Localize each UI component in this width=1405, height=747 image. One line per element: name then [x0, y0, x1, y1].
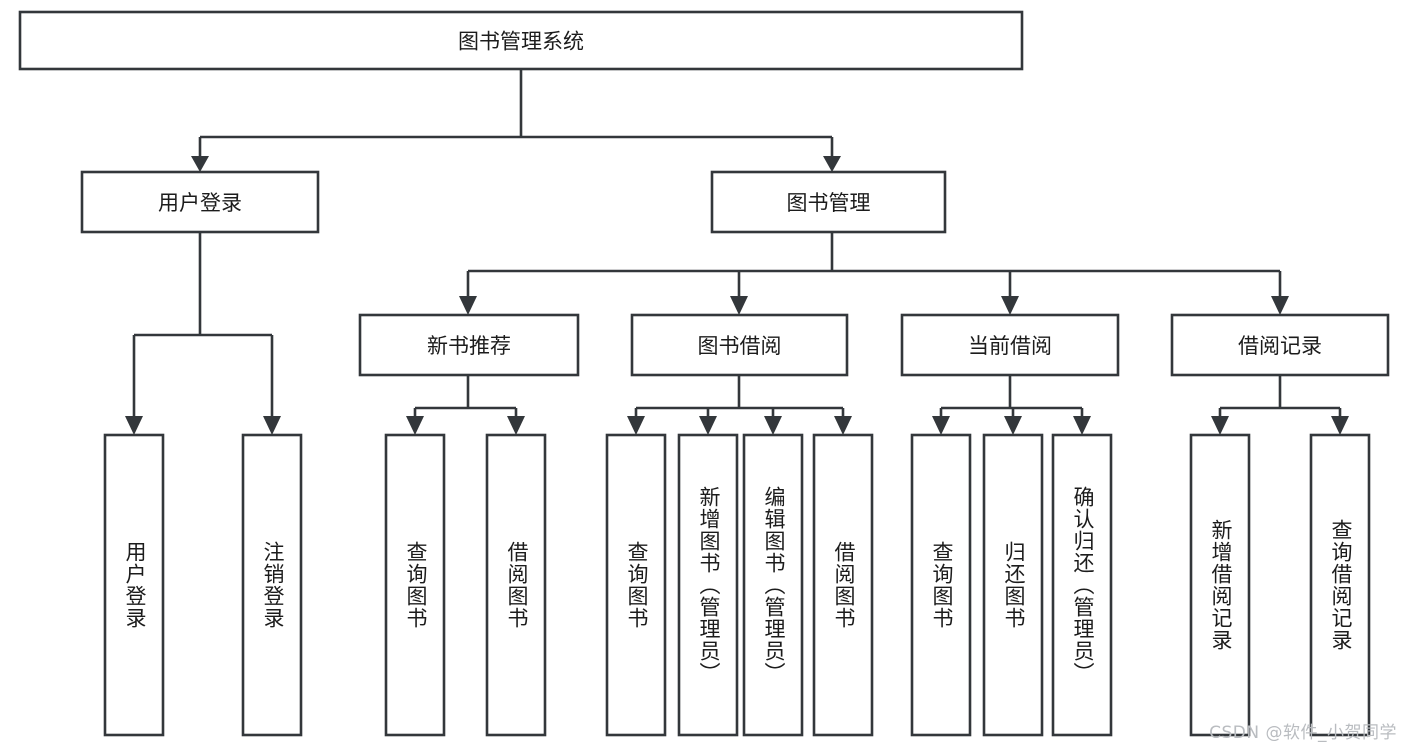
- arrowhead-leaf-user-login: [125, 416, 143, 435]
- node-book-mgmt-label: 图书管理: [787, 191, 871, 215]
- arrowhead-leaf-query-book-current: [932, 416, 950, 435]
- arrowhead-leaf-logout-login: [263, 416, 281, 435]
- node-book-borrow-label: 图书借阅: [698, 334, 782, 358]
- node-user-login-box[interactable]: [80, 170, 320, 234]
- node-root-label: 图书管理系统: [458, 30, 584, 54]
- leaf-node-layer: [103, 433, 1371, 737]
- node-new-book-rec-label: 新书推荐: [427, 334, 511, 358]
- leaf-edit-book-box[interactable]: [742, 433, 804, 737]
- node-current-borrow-box[interactable]: [900, 313, 1120, 377]
- node-new-book-rec-box[interactable]: [358, 313, 580, 377]
- leaf-return-book-box[interactable]: [982, 433, 1044, 737]
- leaf-confirm-return-box[interactable]: [1051, 433, 1113, 737]
- arrowhead-leaf-query-record: [1331, 416, 1349, 435]
- arrowhead-book-mgmt: [823, 156, 841, 172]
- arrowhead-leaf-query-book-borrow: [627, 416, 645, 435]
- leaf-query-record-box[interactable]: [1309, 433, 1371, 737]
- arrowhead-borrow-record: [1271, 296, 1289, 315]
- arrowhead-leaf-confirm-return: [1073, 416, 1091, 435]
- leaf-query-book-rec-box[interactable]: [384, 433, 446, 737]
- leaf-query-book-current-box[interactable]: [910, 433, 972, 737]
- leaf-borrow-book-rec-box[interactable]: [485, 433, 547, 737]
- arrowhead-leaf-query-book-rec: [406, 416, 424, 435]
- arrowhead-leaf-borrow-book: [834, 416, 852, 435]
- arrowhead-user-login: [191, 156, 209, 172]
- connector-layer: [125, 69, 1349, 435]
- node-user-login-label: 用户登录: [158, 191, 242, 215]
- node-layer: 图书管理系统 用户登录 图书管理 新书推荐 图书借阅 当前借阅 借阅记录: [18, 10, 1390, 377]
- leaf-user-login-box[interactable]: [103, 433, 165, 737]
- arrowhead-leaf-add-book: [699, 416, 717, 435]
- node-current-borrow-label: 当前借阅: [968, 334, 1052, 358]
- arrowhead-book-borrow: [730, 296, 748, 315]
- node-book-borrow-box[interactable]: [630, 313, 849, 377]
- node-root-box[interactable]: [18, 10, 1024, 71]
- arrowhead-leaf-return-book: [1004, 416, 1022, 435]
- leaf-add-record-box[interactable]: [1189, 433, 1251, 737]
- arrowhead-leaf-add-record: [1211, 416, 1229, 435]
- node-borrow-record-box[interactable]: [1170, 313, 1390, 377]
- arrowhead-current-borrow: [1001, 296, 1019, 315]
- arrowhead-leaf-borrow-book-rec: [507, 416, 525, 435]
- leaf-query-book-borrow-box[interactable]: [605, 433, 667, 737]
- arrowhead-leaf-edit-book: [764, 416, 782, 435]
- leaf-borrow-book-box[interactable]: [812, 433, 874, 737]
- arrowhead-new-book-rec: [459, 296, 477, 315]
- node-borrow-record-label: 借阅记录: [1238, 334, 1322, 358]
- leaf-add-book-box[interactable]: [677, 433, 739, 737]
- leaf-logout-login-box[interactable]: [241, 433, 303, 737]
- csdn-watermark: CSDN @软件_小贺同学: [1209, 723, 1397, 743]
- node-book-mgmt-box[interactable]: [710, 170, 947, 234]
